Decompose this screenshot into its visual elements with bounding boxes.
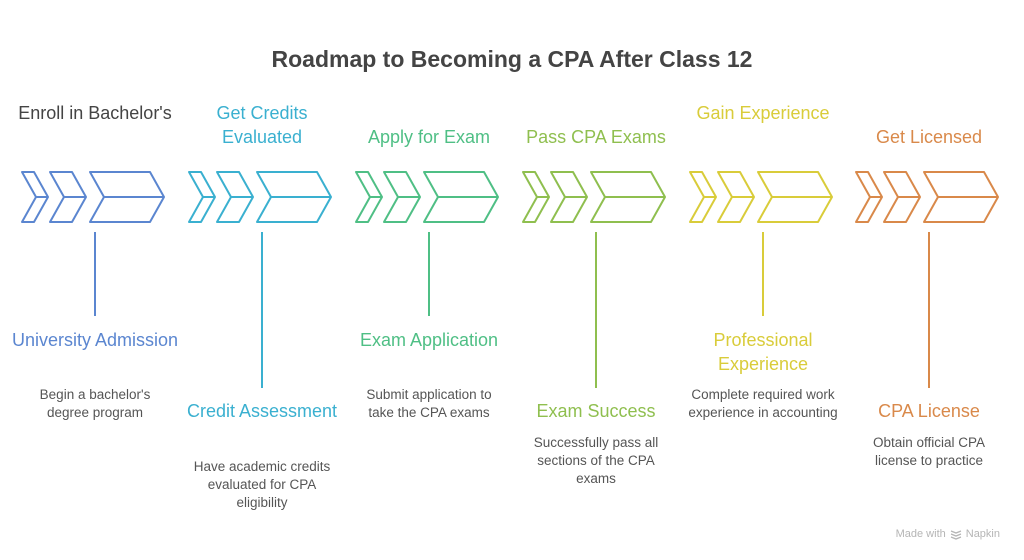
step-top-label: Enroll in Bachelor's: [18, 103, 172, 123]
connector-line: [762, 232, 764, 316]
step-top-label: Pass CPA Exams: [526, 127, 666, 147]
chevron-arrow-icon: [522, 171, 666, 223]
step-heading: Exam Success: [536, 401, 656, 421]
connector-line: [428, 232, 430, 316]
chevron-arrow-icon: [689, 171, 833, 223]
step-top-label: Gain Experience: [696, 103, 830, 123]
step-description: Begin a bachelor's degree program: [39, 387, 151, 420]
footer-watermark: Made with Napkin: [896, 528, 1000, 540]
chevron-arrow-icon: [855, 171, 999, 223]
step-top-label: Get Credits Evaluated: [216, 103, 308, 147]
step-top-label: Apply for Exam: [367, 127, 491, 147]
napkin-logo-icon: [950, 530, 961, 540]
step-description: Have academic credits evaluated for CPA …: [193, 459, 331, 510]
chevron-arrow-icon: [21, 171, 165, 223]
step-heading: Exam Application: [359, 330, 499, 350]
step-heading: Professional Experience: [713, 330, 813, 374]
chevron-arrow-icon: [355, 171, 499, 223]
step-description: Submit application to take the CPA exams: [366, 387, 492, 420]
step-description: Obtain official CPA license to practice: [872, 435, 986, 468]
made-with-label: Made with: [895, 528, 946, 540]
step-top-label: Get Licensed: [875, 127, 983, 147]
chevron-arrow-icon: [188, 171, 332, 223]
connector-line: [928, 232, 930, 388]
napkin-brand-label: Napkin: [965, 528, 1000, 540]
connector-line: [595, 232, 597, 388]
step-description: Complete required work experience in acc…: [688, 387, 838, 420]
step-heading: CPA License: [878, 401, 980, 421]
step-description: Successfully pass all sections of the CP…: [533, 435, 659, 486]
diagram-title: Roadmap to Becoming a CPA After Class 12: [271, 46, 753, 72]
step-heading: Credit Assessment: [186, 401, 338, 421]
connector-line: [94, 232, 96, 316]
connector-line: [261, 232, 263, 388]
step-heading: University Admission: [11, 330, 179, 350]
